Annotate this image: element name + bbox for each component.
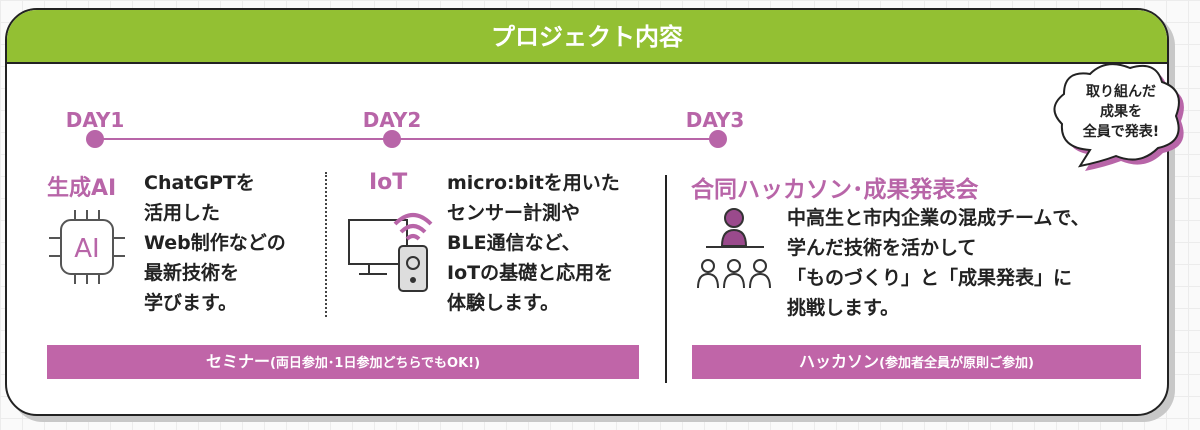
hackathon-title: 合同ハッカソン･成果発表会: [691, 177, 979, 203]
solid-divider: [665, 175, 667, 383]
day3-dot: [709, 130, 727, 148]
dotted-divider: [325, 172, 327, 317]
day2-dot: [383, 130, 401, 148]
hackathon-description: 中高生と市内企業の混成チームで、学んだ技術を活かして「ものづくり」と「成果発表」…: [787, 207, 1090, 319]
day1-label: DAY1: [65, 108, 125, 132]
project-card: プロジェクト内容 DAY1 DAY2 DAY3 生成AI AI ChatGPTを…: [5, 8, 1169, 416]
day3-label: DAY3: [685, 108, 745, 132]
svg-text:AI: AI: [74, 234, 99, 264]
presentation-icon: [692, 206, 777, 296]
ai-title: 生成AI: [47, 176, 117, 201]
timeline-line: [95, 138, 720, 140]
seminar-bar: セミナー(両日参加･1日参加どちらでもOK!): [47, 345, 639, 379]
page-title: プロジェクト内容: [7, 10, 1167, 64]
day2-label: DAY2: [362, 108, 422, 132]
ai-chip-icon: AI: [47, 208, 127, 286]
speech-bubble: 取り組んだ成果を全員で発表!: [1040, 58, 1190, 178]
iot-monitor-icon: [347, 208, 442, 293]
day1-dot: [86, 130, 104, 148]
iot-title: IoT: [369, 170, 408, 195]
hackathon-bar: ハッカソン(参加者全員が原則ご参加): [692, 345, 1141, 379]
